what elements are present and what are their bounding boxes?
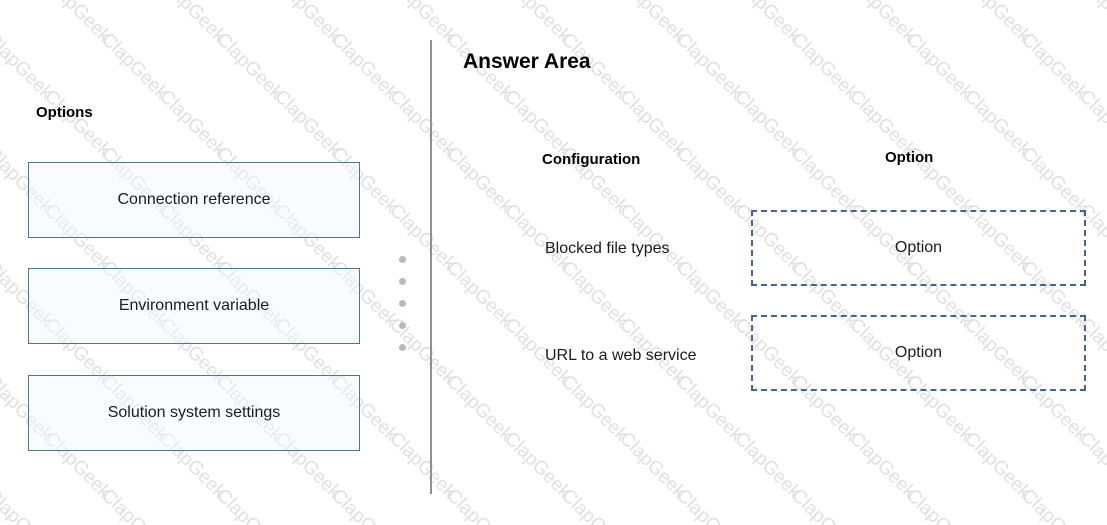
dot [399,300,406,307]
option-card-environment-variable[interactable]: Environment variable [28,268,360,344]
drop-zone-placeholder: Option [894,344,943,361]
drop-zone-placeholder: Option [894,239,943,256]
drop-zone-blocked-file-types[interactable]: Option [751,210,1086,286]
option-card-label: Connection reference [117,191,271,208]
configuration-column-header: Configuration [542,151,641,168]
options-panel-title: Options [36,104,93,121]
option-card-label: Solution system settings [107,404,281,421]
option-card-connection-reference[interactable]: Connection reference [28,162,360,238]
divider-drag-dots [399,256,406,351]
option-card-label: Environment variable [118,297,270,314]
option-column-header: Option [885,149,934,166]
drop-zone-url-to-web-service[interactable]: Option [751,315,1086,391]
dot [399,256,406,263]
vertical-divider [430,40,432,494]
row-label-blocked-file-types: Blocked file types [545,240,670,257]
answer-area-title: Answer Area [463,50,591,73]
dot [399,278,406,285]
option-card-solution-system-settings[interactable]: Solution system settings [28,375,360,451]
row-label-url-to-web-service: URL to a web service [545,347,697,364]
dot [399,322,406,329]
dot [399,344,406,351]
